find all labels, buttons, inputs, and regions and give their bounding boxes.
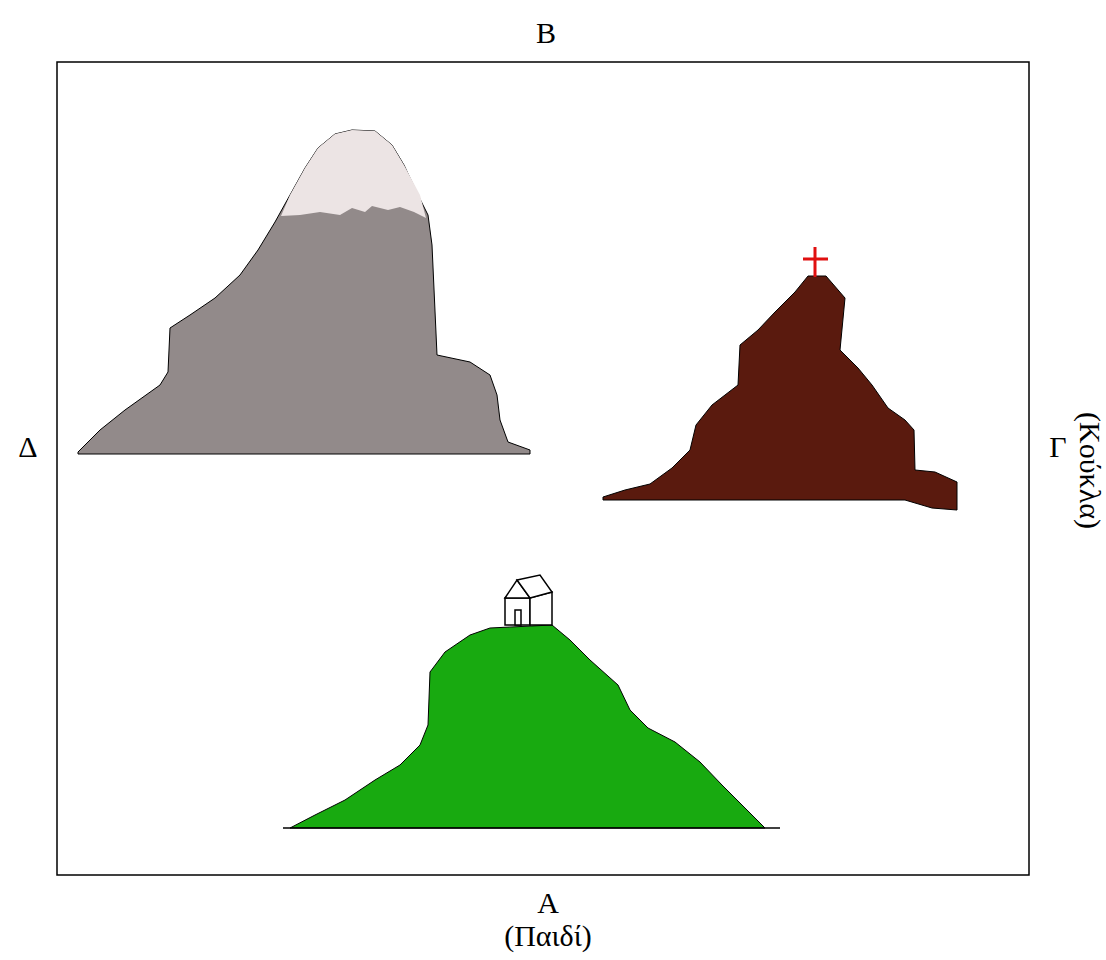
side-letter: A [537,886,559,919]
mountain-base-line [283,827,780,829]
snowy-mountain [78,130,530,454]
side-letter: Δ [18,430,37,463]
side-letter: Γ [1049,430,1066,463]
viewer-name: (Παιδί) [504,919,592,952]
house-roof [517,575,552,598]
red-cross [803,247,828,277]
house-door [515,610,521,625]
house-mountain [290,625,765,828]
snow-cap [281,130,426,218]
side-letter: B [536,16,556,49]
viewer-name: (Κούκλα) [1073,412,1106,529]
house-symbol [505,575,552,625]
cross-mountain [603,276,957,510]
house-front [505,598,530,625]
table-frame [57,62,1029,875]
